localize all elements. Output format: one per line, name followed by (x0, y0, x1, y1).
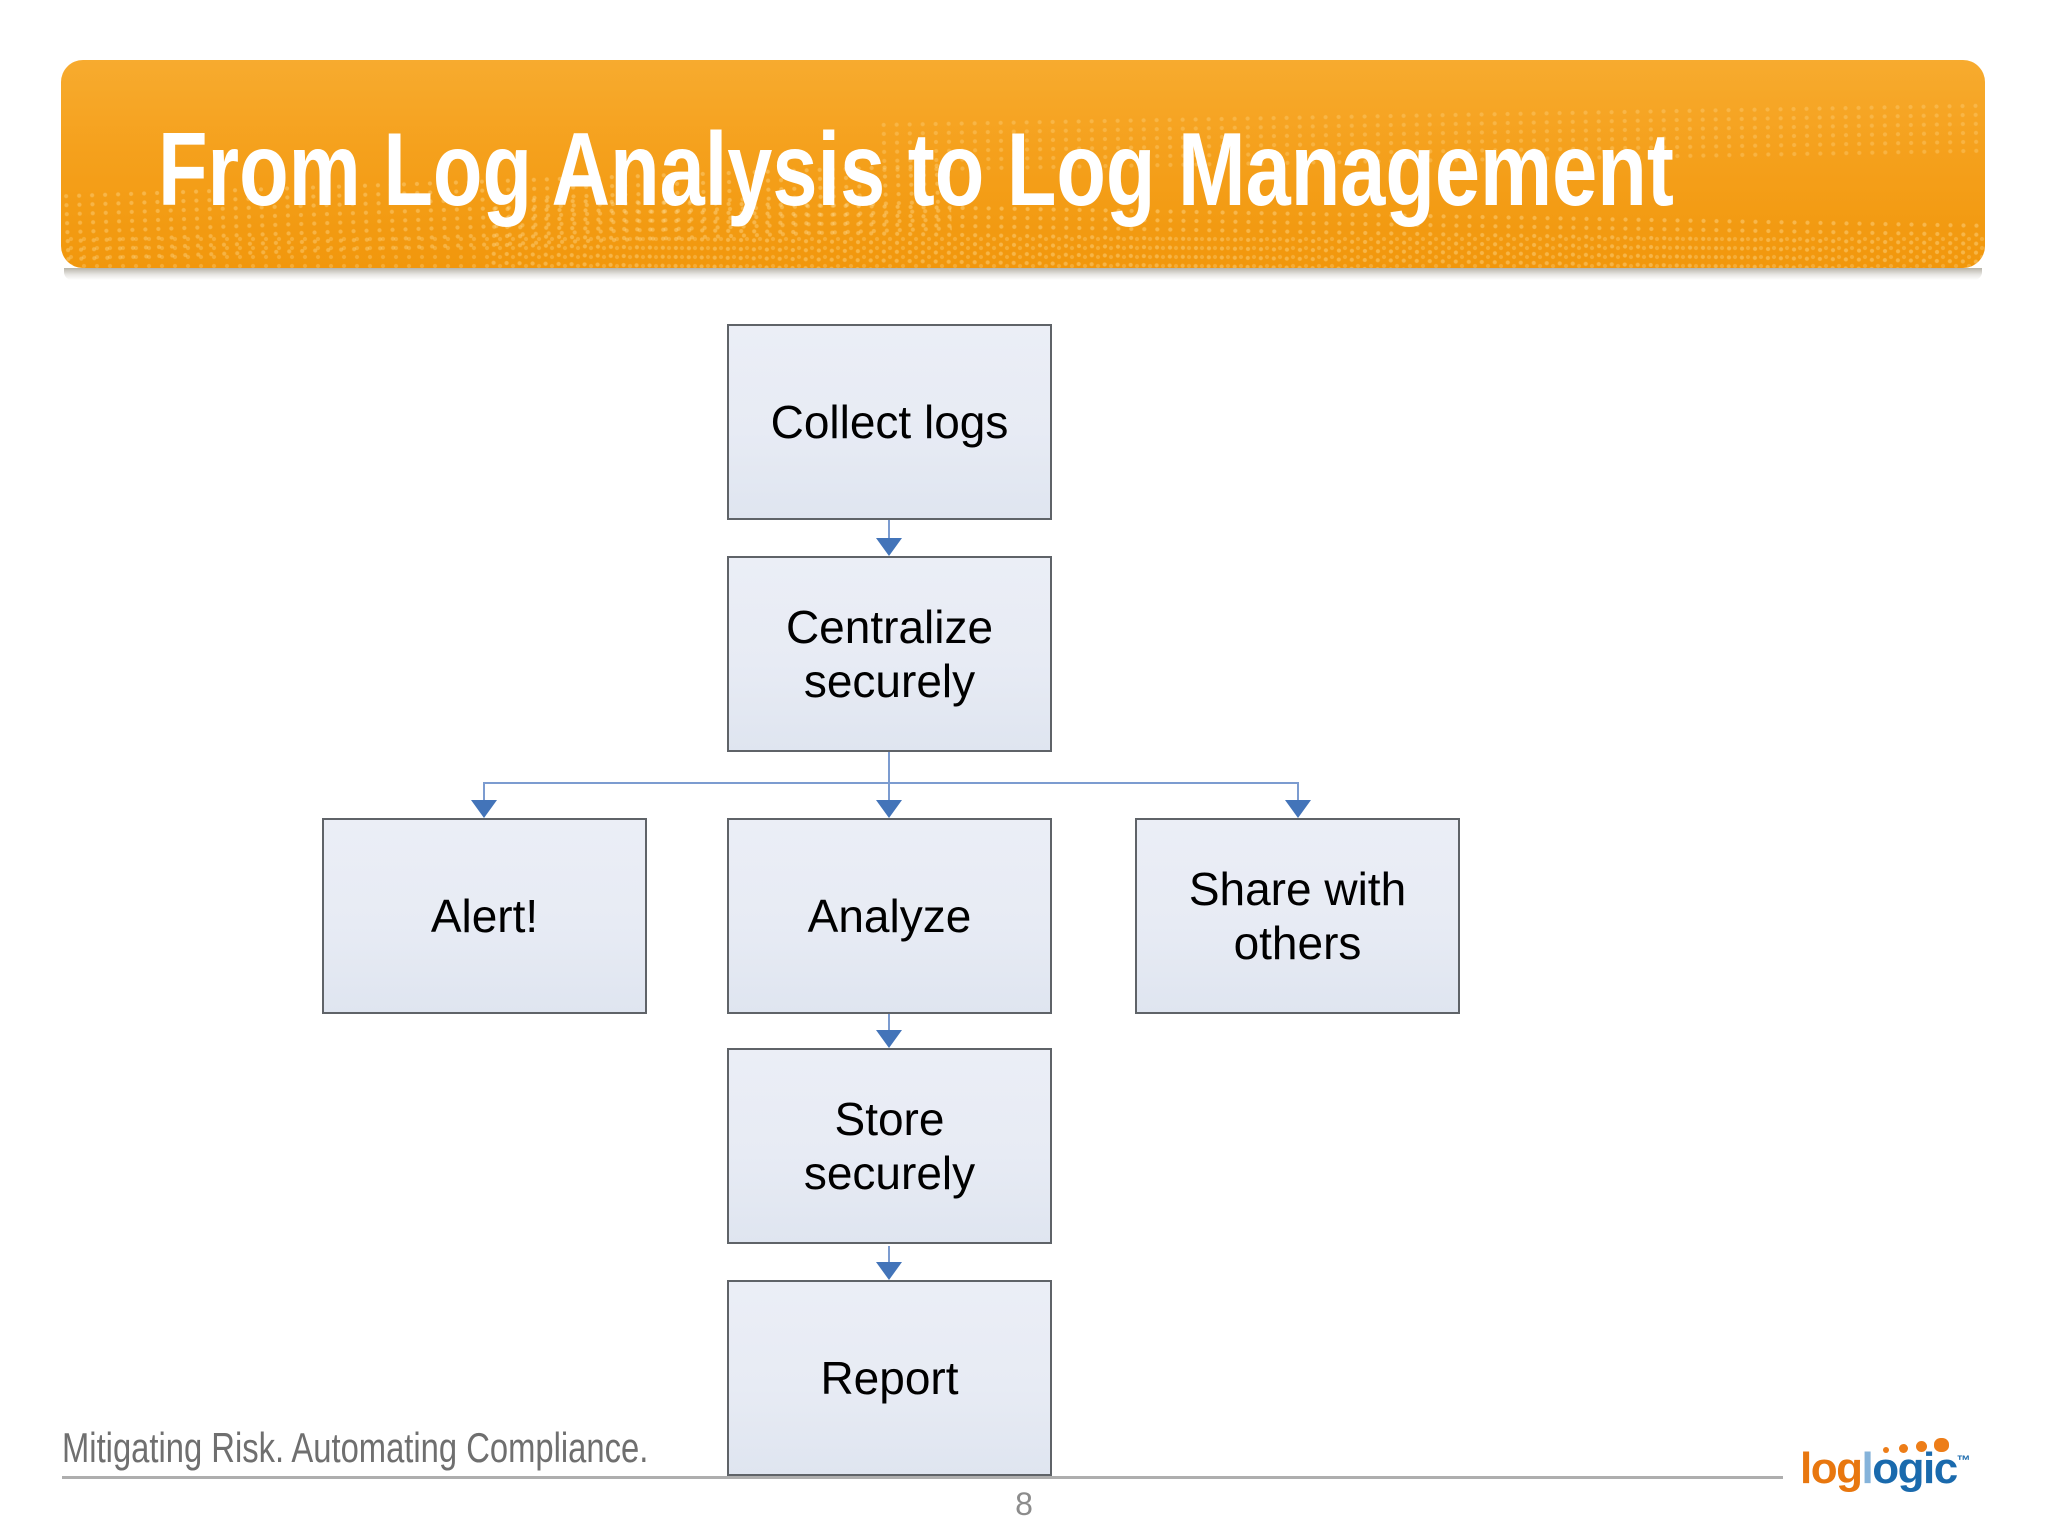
flow-node-label: Analyze (807, 889, 972, 942)
flow-node-collect-logs: Collect logs (727, 324, 1052, 520)
arrowhead-centralize (876, 538, 902, 556)
logo-text-l: l (1861, 1444, 1873, 1493)
flow-node-label: Share with others (1188, 862, 1407, 969)
loglogic-logo: loglogic™ (1800, 1438, 2000, 1514)
connector-analyze-store (888, 1014, 890, 1032)
logo-dot-icon (1883, 1447, 1889, 1453)
connector-branch-share (1297, 783, 1299, 801)
flow-node-store-securely: Store securely (727, 1048, 1052, 1244)
connector-centralize-branch (888, 752, 890, 784)
flow-node-label: Collect logs (770, 395, 1009, 448)
flow-node-label: Store securely (803, 1092, 976, 1199)
logo-dot-icon (1916, 1441, 1927, 1452)
logo-dot-icon (1934, 1438, 1949, 1452)
title-banner: From Log Analysis to Log Management (61, 60, 1985, 268)
connector-branch-analyze (888, 783, 890, 801)
flow-node-share-with-others: Share with others (1135, 818, 1460, 1014)
arrowhead-alert (471, 800, 497, 818)
branch-line (483, 782, 1299, 784)
banner-shadow (64, 268, 1982, 280)
flow-node-label: Report (820, 1351, 959, 1404)
page-number: 8 (1015, 1486, 1033, 1522)
connector-branch-alert (483, 783, 485, 801)
footer-tagline: Mitigating Risk. Automating Compliance. (62, 1424, 649, 1471)
logo-trademark: ™ (1956, 1452, 1971, 1468)
flow-node-centralize-securely: Centralize securely (727, 556, 1052, 752)
connector-collect-centralize (888, 520, 890, 540)
flow-node-label: Centralize securely (785, 600, 994, 707)
arrowhead-analyze (876, 800, 902, 818)
arrowhead-share (1285, 800, 1311, 818)
flow-node-label: Alert! (430, 889, 539, 942)
arrowhead-report (876, 1262, 902, 1280)
arrowhead-store (876, 1030, 902, 1048)
logo-dot-icon (1899, 1444, 1908, 1453)
flow-node-report: Report (727, 1280, 1052, 1476)
flow-node-alert: Alert! (322, 818, 647, 1014)
flow-node-analyze: Analyze (727, 818, 1052, 1014)
logo-text-log: log (1800, 1444, 1863, 1493)
footer-rule (62, 1476, 1783, 1479)
slide-title: From Log Analysis to Log Management (158, 111, 1674, 228)
connector-store-report (888, 1246, 890, 1262)
